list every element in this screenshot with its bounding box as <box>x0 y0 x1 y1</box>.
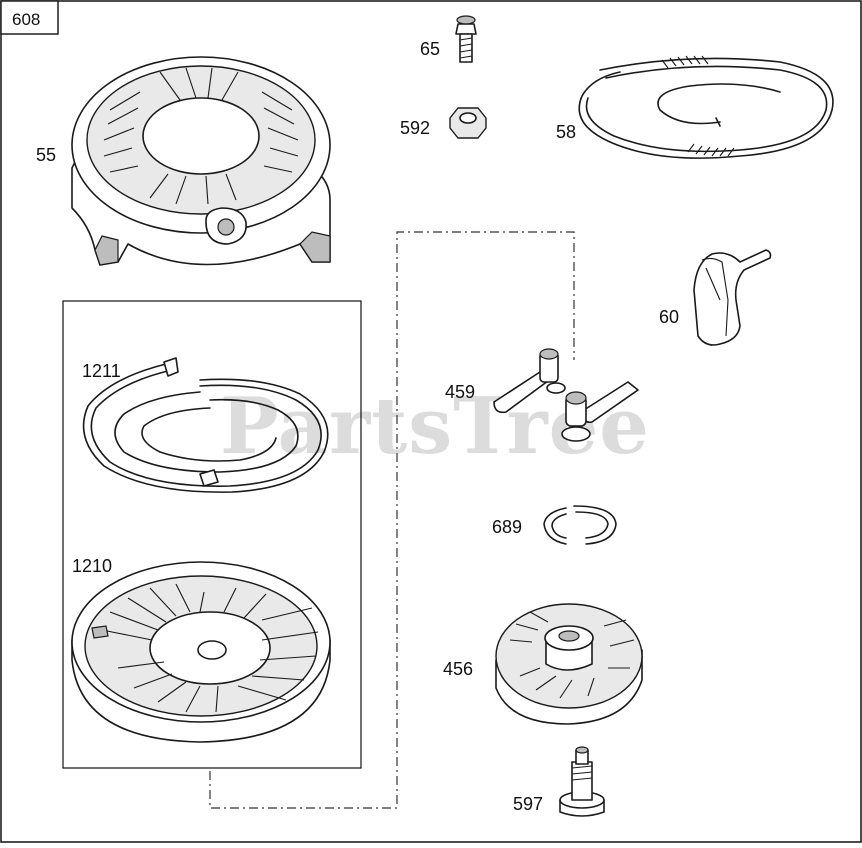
part-number-1210[interactable]: 1210 <box>72 556 112 576</box>
part-number-597[interactable]: 597 <box>513 794 543 814</box>
pawl-icon[interactable] <box>493 348 639 442</box>
part-number-55[interactable]: 55 <box>36 145 56 165</box>
part-number-459[interactable]: 459 <box>445 382 475 402</box>
starter-rope-icon[interactable] <box>578 55 834 159</box>
retainer-ring-icon[interactable] <box>543 505 617 545</box>
part-number-60[interactable]: 60 <box>659 307 679 327</box>
hex-nut-icon[interactable] <box>449 107 487 139</box>
part-number-456[interactable]: 456 <box>443 659 473 679</box>
bolt-icon[interactable] <box>455 15 477 63</box>
part-number-592[interactable]: 592 <box>400 118 430 138</box>
diagram-id: 608 <box>12 10 40 29</box>
recoil-housing-icon[interactable] <box>71 56 331 266</box>
retainer-icon[interactable] <box>495 603 643 725</box>
diagram-id-box: 608 <box>0 0 59 35</box>
part-number-58[interactable]: 58 <box>556 122 576 142</box>
part-number-689[interactable]: 689 <box>492 517 522 537</box>
recoil-spring-icon[interactable] <box>82 357 329 493</box>
subassembly-frame <box>62 300 362 769</box>
part-number-65[interactable]: 65 <box>420 39 440 59</box>
shoulder-screw-icon[interactable] <box>559 746 605 817</box>
part-number-1211[interactable]: 1211 <box>82 361 121 381</box>
rope-handle-icon[interactable] <box>693 249 772 346</box>
pulley-icon[interactable] <box>71 561 331 743</box>
